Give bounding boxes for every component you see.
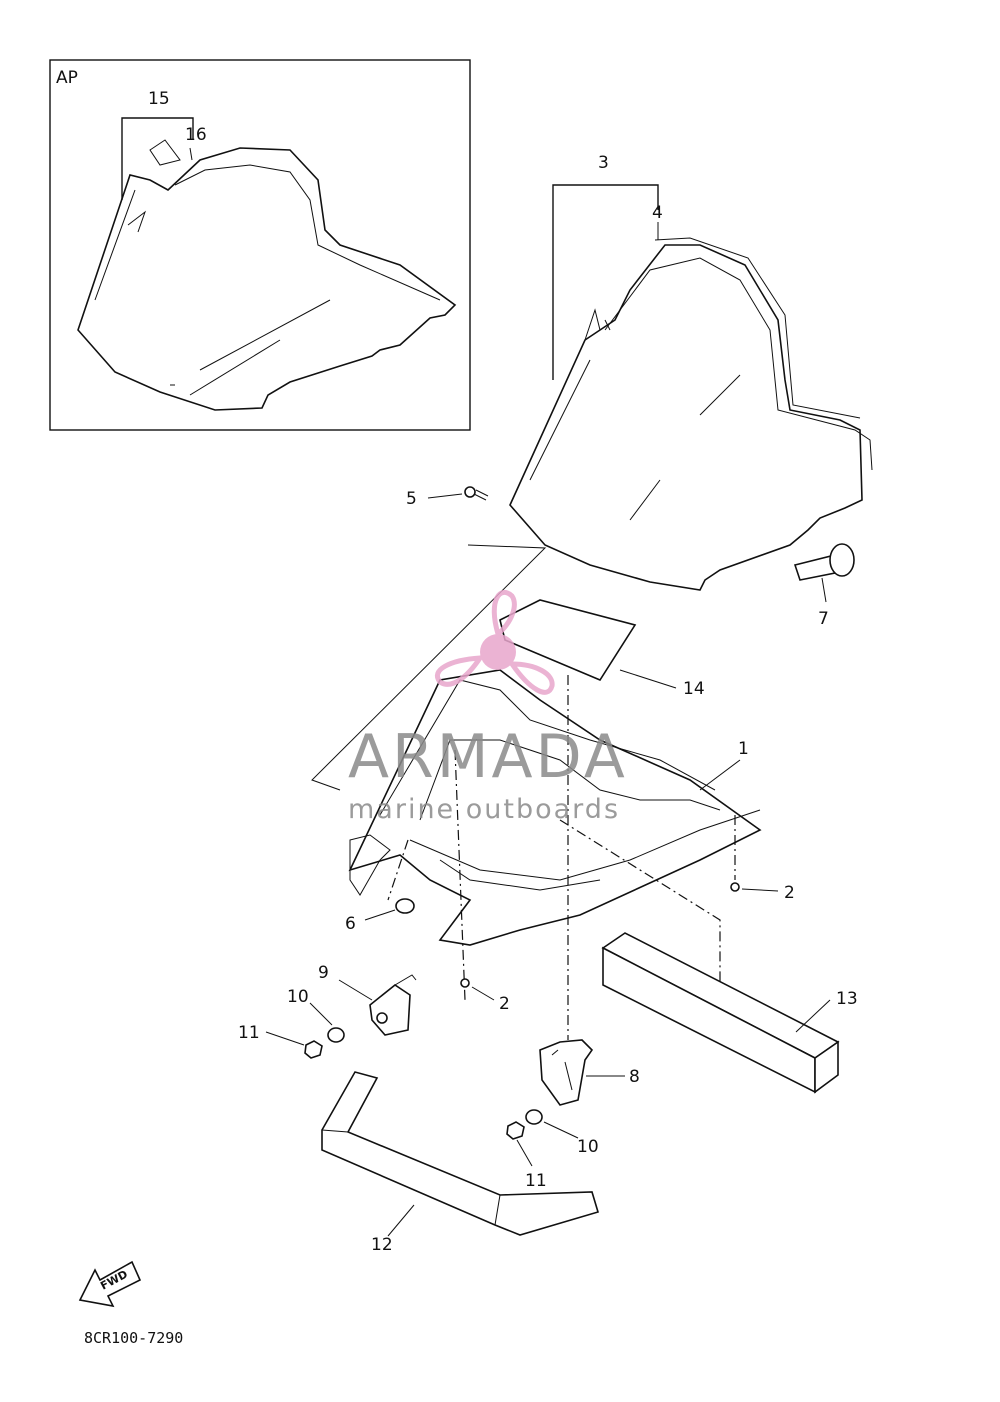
fwd-arrow-icon: FWD <box>78 1260 142 1308</box>
hinge-9: 9 <box>318 963 417 1036</box>
propeller-logo-icon <box>435 590 555 695</box>
screw-2-center: 2 <box>460 978 510 1014</box>
screw-5: 5 <box>406 486 489 509</box>
callout-6: 6 <box>345 914 356 934</box>
callout-5: 5 <box>406 489 417 509</box>
callout-12: 12 <box>371 1235 393 1255</box>
inset-frame <box>49 59 471 431</box>
alignment-outline <box>311 544 547 791</box>
callout-15: 15 <box>148 89 170 109</box>
drawing-code: 8CR100-7290 <box>84 1329 183 1347</box>
callout-2-center: 2 <box>499 994 510 1014</box>
callout-11-right: 11 <box>525 1171 547 1191</box>
callout-10-left: 10 <box>287 987 309 1007</box>
washer-10-right: 10 <box>525 1109 599 1157</box>
inset-label: AP <box>56 68 78 88</box>
pad-12: 12 <box>321 1071 599 1255</box>
inset-ap-box: AP 15 16 <box>49 59 471 431</box>
callout-13: 13 <box>836 989 858 1009</box>
armada-watermark: ARMADA marine outboards <box>348 590 628 825</box>
pad-14: 14 <box>499 599 705 699</box>
watermark-tagline: marine outboards <box>348 794 620 825</box>
watermark-brand: ARMADA <box>348 722 628 792</box>
callout-9: 9 <box>318 963 329 983</box>
screw-2-right: 2 <box>730 882 795 903</box>
callout-14: 14 <box>683 679 705 699</box>
callout-1: 1 <box>738 739 749 759</box>
alignment-dash-lines <box>387 675 736 1040</box>
clip-7: 7 <box>793 543 855 629</box>
nut-11-right: 11 <box>506 1121 547 1191</box>
grommet-6: 6 <box>345 898 415 934</box>
callout-bracket-15 <box>121 117 194 200</box>
inset-windshield <box>77 139 457 411</box>
pad-13: 13 <box>601 932 858 1094</box>
callout-bracket-3 <box>552 184 659 380</box>
callout-10-right: 10 <box>577 1137 599 1157</box>
callout-16: 16 <box>185 125 207 145</box>
callout-11-left: 11 <box>238 1023 260 1043</box>
callout-8: 8 <box>629 1067 640 1087</box>
callout-4: 4 <box>652 203 663 223</box>
callout-2-right: 2 <box>784 883 795 903</box>
callout-7: 7 <box>818 609 829 629</box>
washer-10-left: 10 <box>287 987 345 1043</box>
nut-11-left: 11 <box>238 1023 323 1059</box>
windshield-assembly: 3 4 <box>509 153 873 591</box>
callout-3: 3 <box>598 153 609 173</box>
bracket-8: 8 <box>539 1039 640 1106</box>
